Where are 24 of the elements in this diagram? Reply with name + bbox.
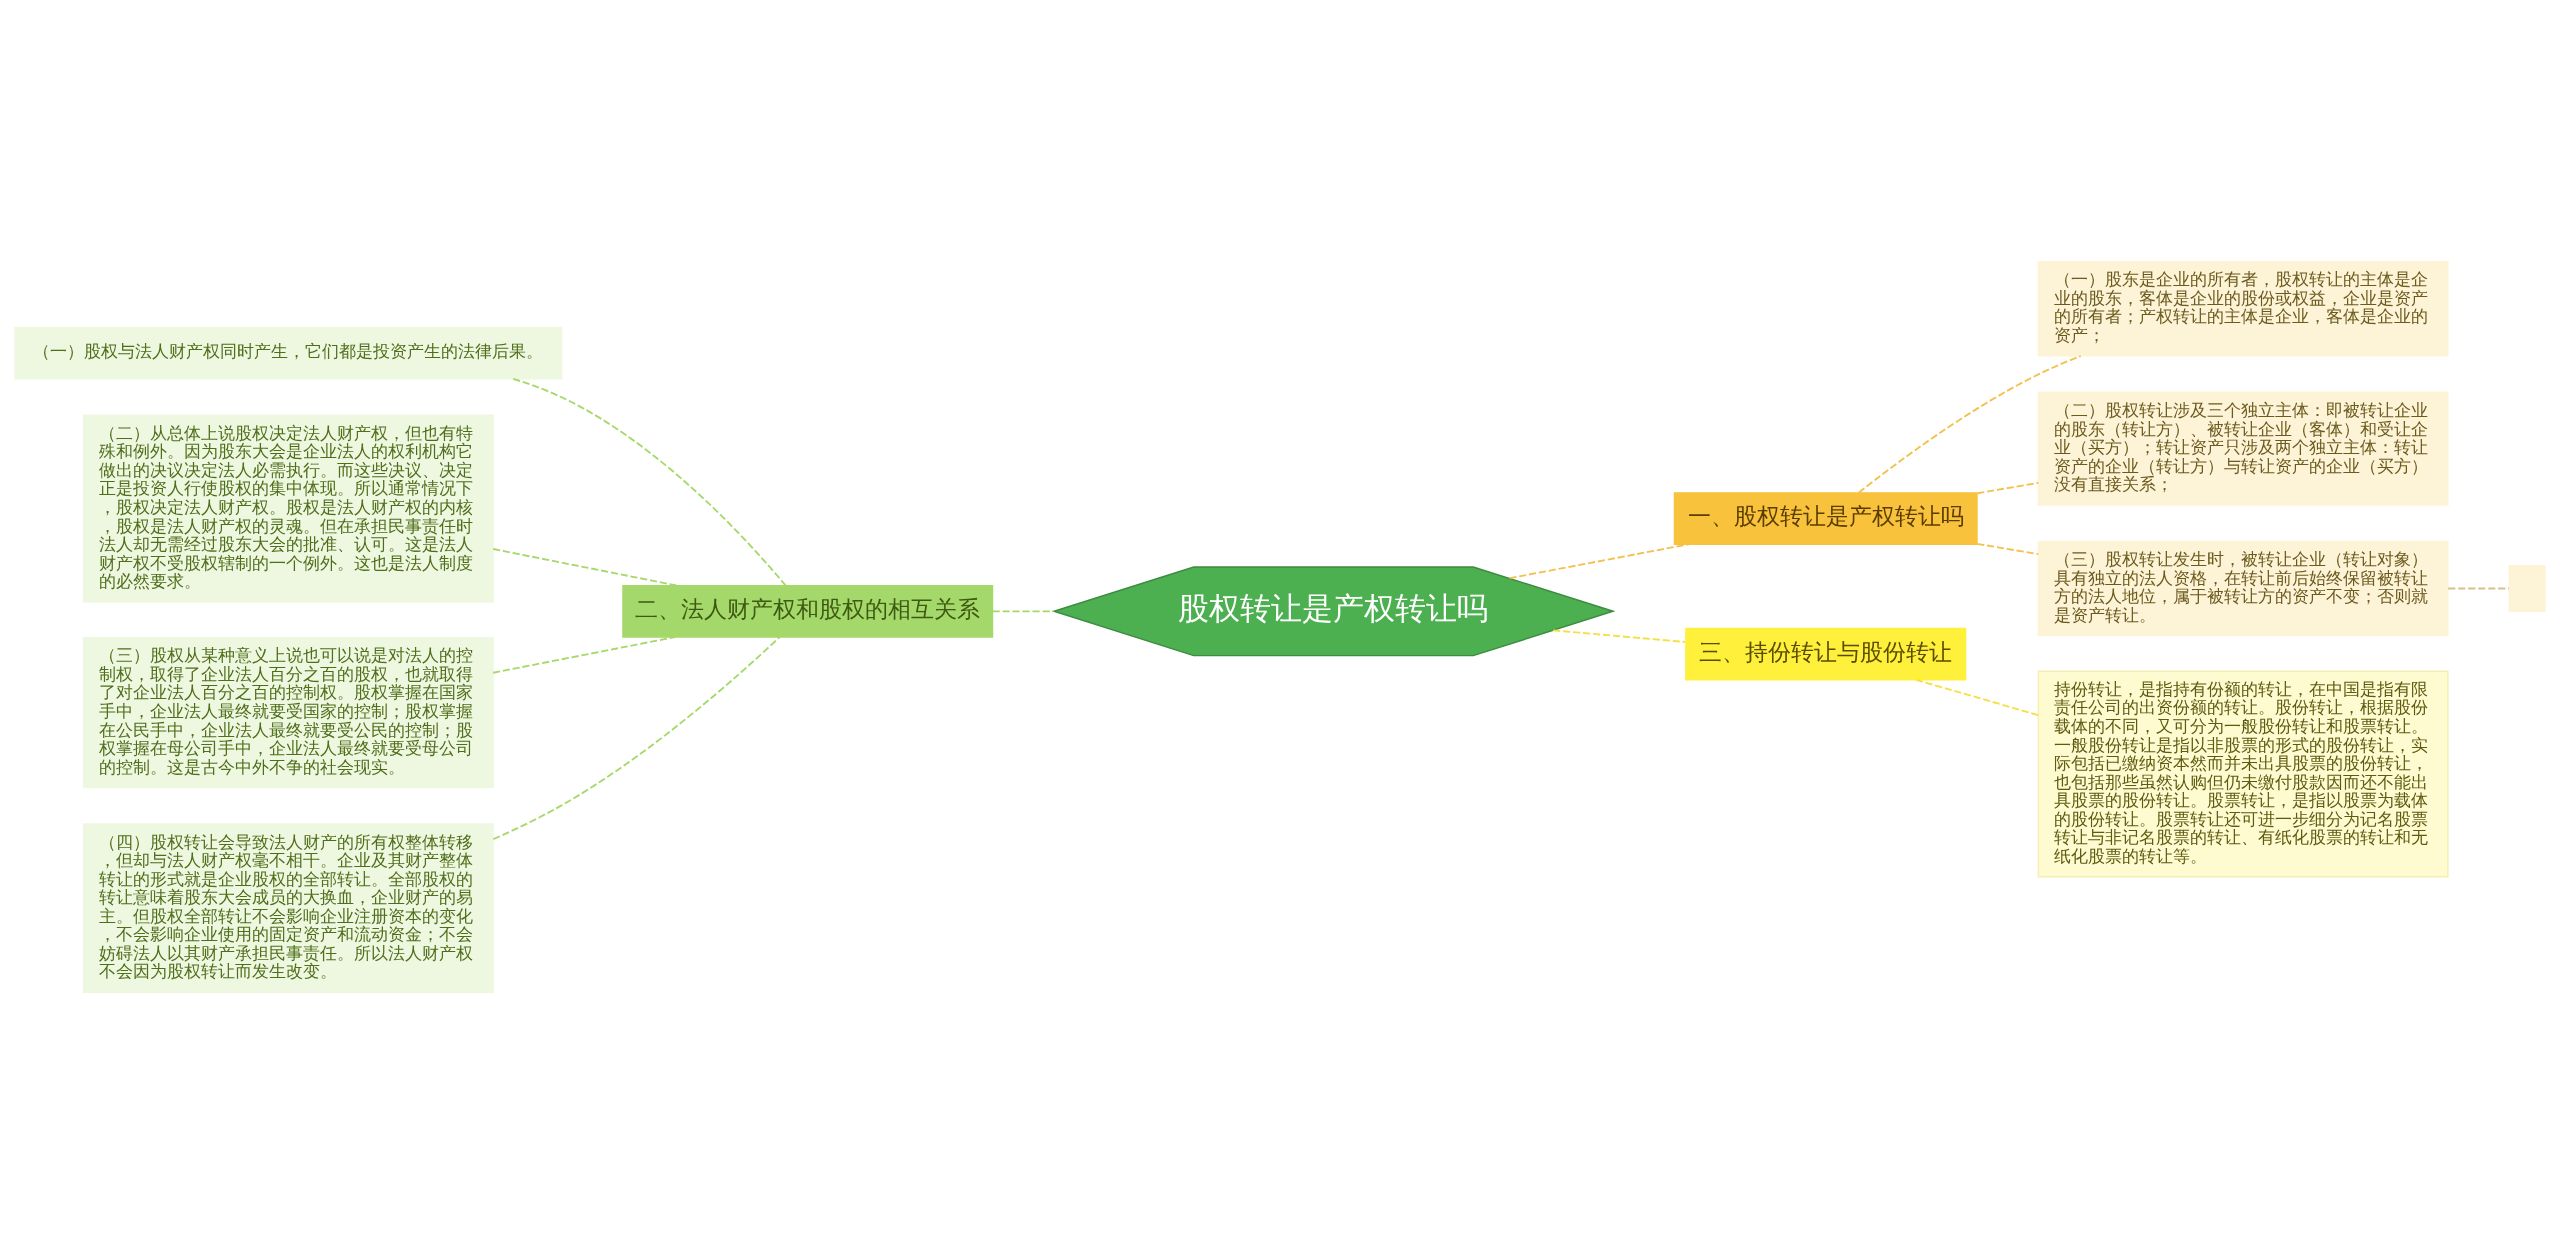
node-box: （二）从总体上说股权决定法人财产权，但也有特殊和例外。因为股东大会是企业法人的权利机构它做出的决议决定法人必需执行。而这些决议、决定正是投资人行使股权的集中体现。所以通常情况下，股权决定法人财产权。股权是法人财产权的内核，股权是法人财产权的灵魂。但在承担民事责任时法人却无需经过股东大会的批准、认可。这是法人财产权不受股权辖制的一个例外。这也是法人制度的必然要求。 bbox=[82, 413, 494, 603]
connector bbox=[991, 609, 1055, 612]
node-box: 一、股权转让是产权转让吗 bbox=[1673, 491, 1978, 545]
connector bbox=[1976, 481, 2040, 494]
connector bbox=[1915, 678, 2040, 716]
node-box: （一）股东是企业的所有者，股权转让的主体是企业的股东，客体是企业的股份或权益，企业是资产的所有者；产权转让的主体是企业，客体是企业的资产； bbox=[2037, 260, 2449, 357]
connector bbox=[1508, 542, 1690, 579]
connector bbox=[1976, 542, 2040, 555]
node-box: 持份转让，是指持有份额的转让，在中国是指有限责任公司的出资份额的转让。股份转让，根据股份载体的不同，又可分为一般股份转让和股票转让。一般股份转让是指以非股票的形式的股份转让，实际包括已缴纳资本然而并未出具股票的股份转让，也包括那些虽然认购但仍未缴付股款因而还不能出具股票的股份转让。股票转让，是指以股票为载体的股份转让。股票转让还可进一步细分为记名股票转让与非记名股票的转让、有纸化股票的转让和无纸化股票的转让等。 bbox=[2037, 670, 2449, 877]
connector bbox=[492, 635, 781, 840]
connector bbox=[1552, 628, 1687, 643]
node-box bbox=[2508, 564, 2546, 612]
node-box: （一）股权与法人财产权同时产生，它们都是投资产生的法律后果。 bbox=[14, 326, 563, 379]
connector bbox=[492, 547, 679, 587]
node-box: （三）股权从某种意义上说也可以说是对法人的控制权，取得了企业法人百分之百的股权，也就取得了对企业法人百分之百的控制权。股权掌握在国家手中，企业法人最终就要受国家的控制；股权掌握在公民手中，企业法人最终就要受公民的控制；股权掌握在母公司手中，企业法人最终就要受母公司的控制。这是古今中外不争的社会现实。 bbox=[82, 636, 494, 788]
connector bbox=[512, 377, 787, 586]
node-box: 二、法人财产权和股权的相互关系 bbox=[622, 584, 994, 638]
node-box: （三）股权转让发生时，被转让企业（转让对象）具有独立的法人资格，在转让前后始终保留被转让方的法人地位，属于被转让方的资产不变；否则就是资产转让。 bbox=[2037, 540, 2449, 636]
node-box: 三、持份转让与股份转让 bbox=[1685, 627, 1967, 680]
connector bbox=[1858, 354, 2082, 493]
connector bbox=[492, 635, 677, 674]
connector bbox=[2447, 587, 2510, 589]
node-box: （二）股权转让涉及三个独立主体：即被转让企业的股东（转让方）、被转让企业（客体）和受让企业（买方）；转让资产只涉及两个独立主体：转让资产的企业（转让方）与转让资产的企业（买方）没有直接关系； bbox=[2037, 391, 2449, 506]
node-box: （四）股权转让会导致法人财产的所有权整体转移，但却与法人财产权毫不相干。企业及其财产整体转让的形式就是企业股权的全部转让。全部股权的转让意味着股东大会成员的大换血，企业财产的易主。但股权全部转让不会影响企业注册资本的变化，不会影响企业使用的固定资产和流动资金；不会妨碍法人以其财产承担民事责任。所以法人财产权不会因为股权转让而发生改变。 bbox=[82, 822, 494, 993]
